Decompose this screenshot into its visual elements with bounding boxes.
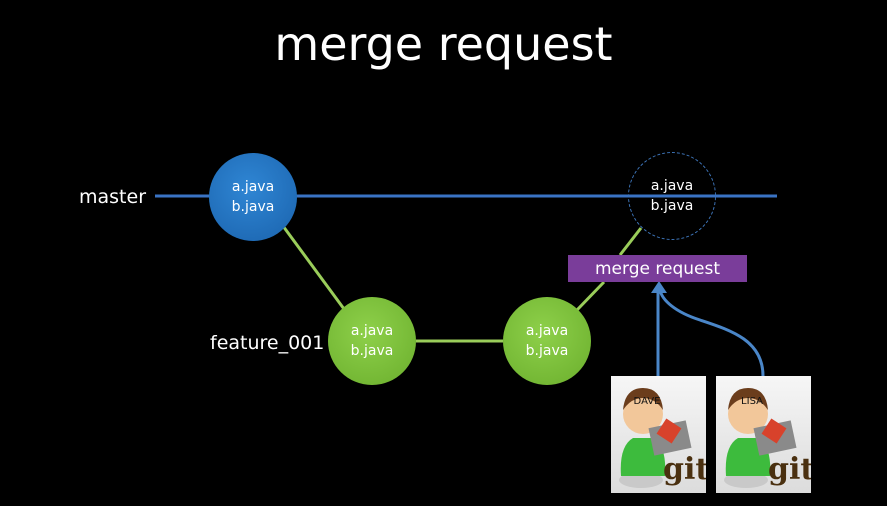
file-label: a.java — [525, 323, 569, 339]
git-logo-text: git — [768, 452, 811, 487]
user-avatar-icon — [619, 388, 692, 488]
merged-commit-node: a.java b.java — [628, 152, 716, 240]
master-branch-label: master — [79, 186, 147, 208]
merge-line-lower — [575, 280, 606, 312]
master-commit-node: a.java b.java — [209, 153, 297, 241]
merge-request-box: merge request — [568, 255, 747, 282]
file-label: a.java — [350, 323, 394, 339]
file-label: b.java — [650, 198, 694, 214]
page-title: merge request — [274, 17, 613, 71]
lisa-arrow-line — [658, 289, 765, 377]
user-name: LISA — [741, 396, 763, 407]
user-card-dave: DAVE git — [611, 376, 706, 493]
file-label: a.java — [650, 178, 694, 194]
feature-commit-node-1: a.java b.java — [328, 297, 416, 385]
merge-line-upper — [618, 227, 643, 256]
branch-off-line — [281, 225, 346, 310]
file-label: b.java — [231, 199, 275, 215]
arrowhead — [651, 281, 667, 293]
user-avatar-icon — [724, 388, 797, 488]
file-label: b.java — [525, 343, 569, 359]
git-logo-text: git — [663, 452, 706, 487]
file-label: a.java — [231, 179, 275, 195]
user-name: DAVE — [633, 396, 661, 407]
file-label: b.java — [350, 343, 394, 359]
feature-commit-node-2: a.java b.java — [503, 297, 591, 385]
user-card-lisa: LISA git — [716, 376, 811, 493]
feature-branch-label: feature_001 — [210, 332, 325, 354]
